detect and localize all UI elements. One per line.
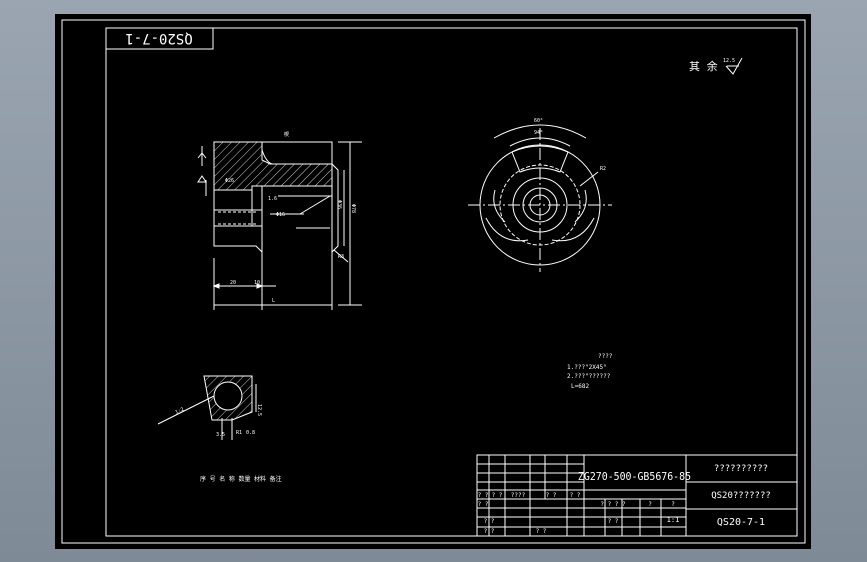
leader (579, 171, 599, 187)
detail-dim-2: 12.5 (256, 404, 262, 416)
outer-frame (61, 19, 806, 544)
dim-len-10: 10 (254, 280, 260, 286)
row-a-cell-2: ???? (511, 492, 526, 499)
dim-lines (201, 141, 362, 310)
detail-hole (213, 381, 243, 411)
title-grid-mid (584, 455, 687, 536)
dim-end-r: R3 (338, 254, 344, 260)
detail-dim-5: 0.8 (246, 430, 255, 436)
notes-line2: 2.???"?????? (567, 373, 611, 380)
detail-dim-1: 1:2 (174, 407, 185, 416)
end-view: 60° 94° R2 (468, 118, 612, 272)
stamp-mirrored-text: QS20-7-1 (125, 30, 192, 46)
thread-lines (218, 211, 258, 225)
dim-radius: R2 (600, 166, 606, 172)
row-d-cell-0: ? ? (484, 528, 495, 535)
scale-value: 1:1 (667, 516, 680, 524)
part-name: QS20??????? (711, 491, 771, 501)
notes-title: ???? (598, 353, 613, 360)
title-grid-right (686, 481, 797, 510)
roughness-symbol (725, 57, 743, 75)
dim-len-l: L (272, 298, 275, 304)
dim-d-outer: Φ78 (350, 204, 356, 213)
drawing-number: QS20-7-1 (717, 517, 765, 528)
model-space (55, 14, 811, 549)
detail-dim-4: R1 (236, 430, 242, 436)
detail-view: 1:2 12.5 3.5 R1 0.8 (157, 375, 262, 440)
row-b-cell-1: ? ? ? ? (600, 501, 626, 508)
roughness-value: 12.5 (723, 58, 735, 64)
part-outline (213, 141, 339, 306)
section-view: 楔 Φ26 1.6 Φ16 20 10 L Φ78 Φ36 R3 (197, 131, 362, 310)
detail-leader (157, 384, 257, 440)
title-grid-left (477, 455, 585, 536)
dim-d-mid: Φ36 (336, 200, 342, 209)
row-d-cell-1: ? ? (536, 528, 547, 535)
bore-lines (214, 186, 333, 305)
arrows (212, 283, 264, 289)
roughness-marks (197, 152, 207, 183)
row-c-cell-1: ? ? (608, 518, 619, 525)
title-block-frame (476, 454, 798, 537)
row-a-cell-0: ? ? (478, 492, 489, 499)
row-b-cell-0: ? ? (478, 501, 489, 508)
detail-dim-3: 3.5 (216, 432, 225, 438)
row-c-cell-0: ? ? (484, 518, 495, 525)
notes-line3: L=682 (571, 383, 589, 390)
stamp-box (105, 27, 214, 50)
angle-arcs (493, 124, 587, 147)
center-lines (468, 128, 612, 272)
dim-d-thread: Φ26 (225, 178, 234, 184)
slot-top (511, 145, 569, 173)
title-block: ZG270-500-GB5676-85 ?????????? QS20?????… (476, 454, 798, 537)
material-code: ZG270-500-GB5676-85 (578, 471, 691, 484)
dim-chamfer: 1.6 (268, 196, 277, 202)
dim-d-bore: Φ16 (276, 212, 285, 218)
dim-angle-a: 60° (534, 118, 543, 124)
row-b-cell-2: ? (648, 501, 652, 508)
detail-label: 序 号 名 称 数量 材料 备注 (200, 475, 282, 483)
groove (261, 149, 273, 165)
row-a-cell-4: ? ? (570, 492, 581, 499)
jaw-lobes (485, 189, 595, 242)
company-name: ?????????? (714, 464, 768, 474)
inner-frame (105, 27, 798, 537)
dim-note-left: 楔 (284, 131, 289, 138)
row-a-cell-3: ? ? (546, 492, 557, 499)
roughness-note: 其 余 (689, 59, 718, 73)
dim-len-20: 20 (230, 280, 236, 286)
row-b-cell-3: ? (671, 501, 675, 508)
notes-line1: 1.???"2X45° (567, 364, 607, 371)
dim-angle-b: 94° (534, 130, 543, 136)
row-a-cell-1: ? ? (492, 492, 503, 499)
